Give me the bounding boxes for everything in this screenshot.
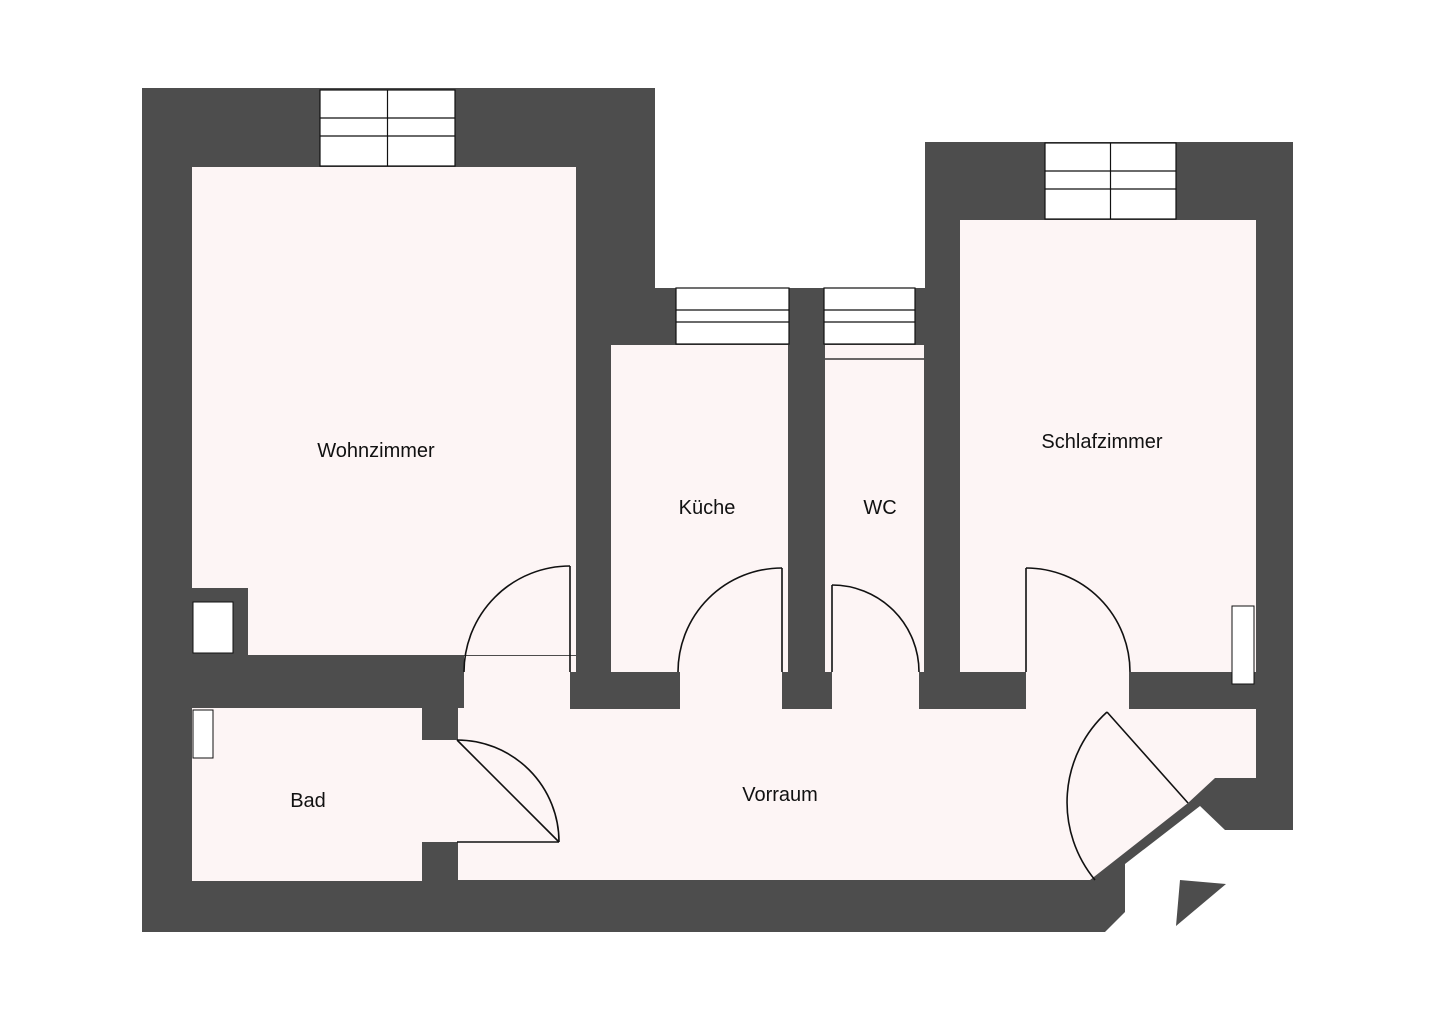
windows (319, 89, 1177, 360)
wall-bad-lower (422, 842, 458, 881)
hall-doorway-wohn (464, 656, 576, 709)
shafts (192, 601, 1255, 759)
window-kueche (675, 287, 790, 345)
wohnzimmer-floor (192, 167, 576, 655)
label-vorraum: Vorraum (742, 784, 818, 806)
wall-wohn-bad (192, 655, 464, 708)
room-floors (192, 167, 1256, 881)
wc-upper-gap (825, 345, 924, 359)
label-wc: WC (863, 497, 896, 519)
door-entrance (1066, 711, 1189, 881)
door-schlafzimmer (1025, 567, 1131, 673)
wall-kueche-wc (788, 288, 825, 672)
door-wohnzimmer (463, 565, 571, 673)
bad-floor (192, 708, 422, 881)
label-kueche: Küche (679, 497, 736, 519)
vorraum-floor (422, 708, 1256, 880)
hall-doorway-kueche (680, 672, 782, 709)
kueche-floor (611, 345, 788, 672)
doors (456, 565, 1189, 881)
door-kueche (677, 567, 783, 673)
shaft-schlafzimmer (1231, 605, 1255, 685)
window-schlafzimmer (1044, 142, 1177, 220)
shaft-wohnzimmer (192, 601, 234, 654)
label-wohnzimmer: Wohnzimmer (317, 440, 435, 462)
bad-doorway (420, 740, 458, 842)
hall-doorway-schlaf (1026, 672, 1129, 709)
window-wc (823, 287, 924, 360)
wall-kueche-bottom-left (570, 672, 680, 709)
window-wohnzimmer (319, 89, 456, 167)
label-schlafzimmer: Schlafzimmer (1041, 431, 1162, 453)
room-labels: Wohnzimmer Küche WC Schlafzimmer Bad Vor… (290, 431, 1163, 812)
wc-floor (825, 345, 924, 672)
wall-wohn-kueche (576, 288, 611, 672)
wall-wc-schlaf (924, 288, 960, 672)
wall-bad-upper (422, 708, 458, 740)
label-bad: Bad (290, 790, 326, 812)
hall-doorway-wc (832, 672, 919, 709)
wall-wc-bottom-right (919, 672, 1026, 709)
door-bad (456, 739, 560, 843)
schlafzimmer-floor (960, 220, 1256, 672)
entrance-arrow-icon (1176, 880, 1226, 926)
door-wc (831, 584, 920, 673)
shaft-bad (192, 709, 214, 759)
wall-kueche-bottom-right (782, 672, 832, 709)
